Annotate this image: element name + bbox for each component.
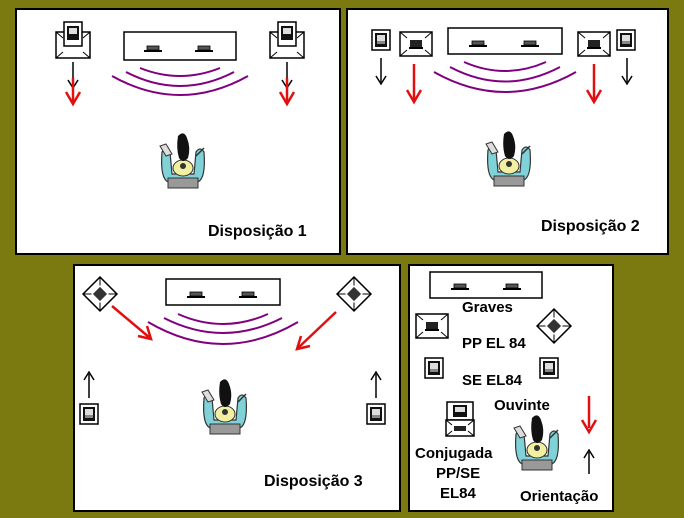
bass-cabinet [429, 271, 543, 299]
panel-disposicao-2: Disposição 2 [346, 8, 669, 255]
se-speaker-right [366, 403, 386, 425]
se-speaker-icon [424, 357, 444, 379]
panel-disposicao-3: Disposição 3 [73, 264, 401, 512]
panel-title: Disposição 3 [264, 473, 363, 490]
orientation-arrows [580, 396, 598, 474]
combo-speaker-right [269, 21, 305, 59]
panel-title: Disposição 2 [541, 218, 640, 235]
pp-speaker-icon [415, 313, 449, 339]
legend-label-orientation: Orientação [520, 488, 598, 505]
pp-speaker-left [399, 31, 433, 57]
legend-label-pp: PP EL 84 [462, 335, 526, 352]
legend-label-bass: Graves [462, 299, 513, 316]
combo-speaker-left [55, 21, 91, 59]
legend-label-combined-3: EL84 [440, 485, 477, 502]
se-speaker-icon [539, 357, 559, 379]
legend-panel: Graves PP EL 84 SE EL84 Ouvinte Conjugad… [408, 264, 614, 512]
orientation-arrows [375, 58, 633, 105]
legend-label-se: SE EL84 [462, 372, 523, 389]
legend-label-combined-1: Conjugada [415, 445, 493, 462]
legend-label-listener: Ouvinte [494, 397, 550, 414]
orientation-arrows [83, 305, 382, 398]
bass-cabinet [165, 278, 281, 306]
panel-disposicao-1: Disposição 1 [15, 8, 341, 255]
se-speaker-left [79, 403, 99, 425]
sound-arcs [147, 313, 299, 345]
bass-cabinet [123, 31, 237, 61]
panel-title: Disposição 1 [208, 223, 307, 240]
orientation-arrows [64, 62, 296, 107]
pp-speaker-right [577, 31, 611, 57]
combo-speaker-icon [445, 401, 475, 437]
bass-cabinet [447, 27, 563, 55]
panel-frame [73, 264, 401, 512]
se-speaker-right [616, 29, 636, 51]
panel-frame [408, 264, 614, 512]
sound-arcs [111, 67, 249, 96]
legend-label-combined-2: PP/SE [436, 465, 480, 482]
se-speaker-left [371, 29, 391, 51]
sound-arcs [433, 61, 577, 93]
